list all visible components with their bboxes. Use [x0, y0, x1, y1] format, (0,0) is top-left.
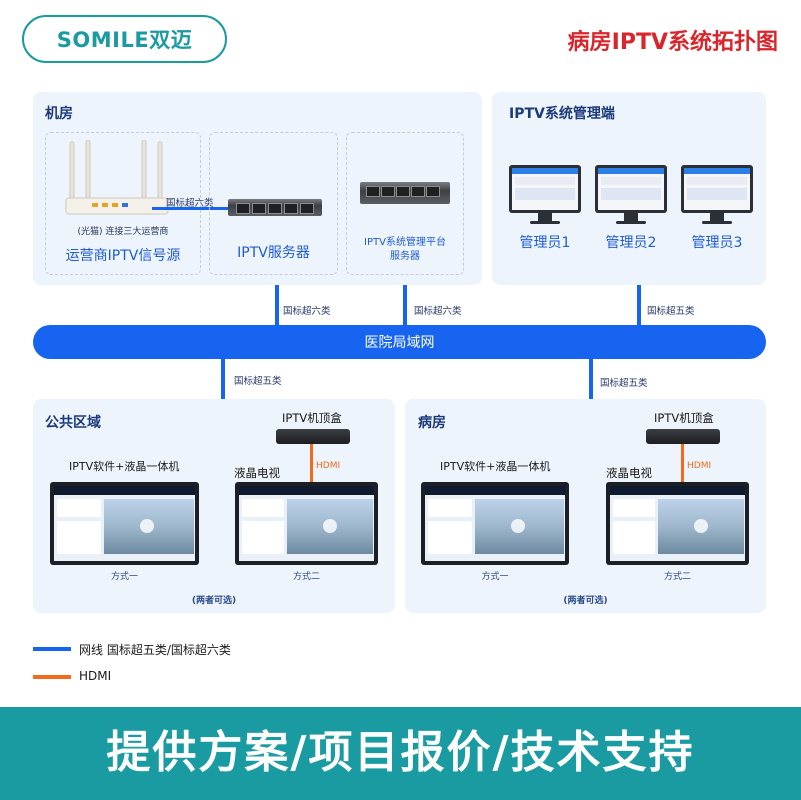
link-lan-ward	[589, 359, 593, 399]
admin-workstation-2	[595, 165, 667, 224]
public-mode-1: 方式一	[110, 572, 138, 582]
mgmt-server-icon	[360, 182, 450, 204]
signal-source-label: 运营商IPTV信号源	[65, 248, 181, 264]
ward-all-in-one-screen	[421, 482, 569, 565]
ward-mode-1: 方式一	[481, 572, 509, 582]
link-label-top-left: 国标超六类	[283, 306, 331, 317]
ward-title: 病房	[418, 415, 446, 431]
link-server-lan	[275, 285, 279, 325]
footer-banner	[0, 707, 801, 800]
admin-label-3: 管理员3	[691, 235, 743, 251]
page-title: 病房IPTV系统拓扑图	[567, 30, 778, 55]
mgmt-server-box	[346, 132, 464, 275]
ward-either-note: (两者可选)	[563, 596, 608, 606]
public-area-title: 公共区域	[45, 415, 101, 431]
ward-hdmi-link	[681, 444, 684, 484]
public-tv-label: 液晶电视	[234, 466, 280, 480]
legend-hdmi-swatch	[33, 675, 71, 679]
ward-stb-icon	[646, 429, 720, 444]
monitor-icon	[681, 165, 753, 213]
admin-label-2: 管理员2	[605, 235, 657, 251]
public-all-in-one-screen	[50, 482, 199, 565]
public-hdmi-label: HDMI	[316, 461, 341, 471]
public-either-note: (两者可选)	[191, 596, 237, 606]
iptv-server-label: IPTV服务器	[237, 245, 310, 261]
router-link-label: 国标超六类	[166, 198, 214, 209]
link-label-bottom-right: 国标超五类	[600, 378, 648, 389]
legend-hdmi-label: HDMI	[79, 669, 112, 683]
link-mgmt-server-lan	[403, 285, 407, 325]
link-management-lan	[637, 285, 641, 325]
ward-all-in-one-label: IPTV软件+液晶一体机	[440, 460, 551, 473]
public-stb-icon	[276, 429, 350, 444]
monitor-icon	[509, 165, 581, 213]
iptv-server-box	[209, 132, 338, 275]
ward-stb-label: IPTV机顶盒	[654, 411, 714, 425]
iptv-server-icon	[228, 199, 322, 216]
public-all-in-one-label: IPTV软件+液晶一体机	[69, 460, 180, 473]
link-label-bottom-left: 国标超五类	[234, 376, 282, 387]
mgmt-server-label: IPTV系统管理平台 服务器	[346, 236, 464, 264]
admin-workstation-3	[681, 165, 753, 224]
brand-logo: SOMILE双迈	[22, 15, 227, 63]
link-lan-public	[221, 359, 225, 399]
public-hdmi-link	[310, 444, 313, 484]
public-mode-2: 方式二	[292, 572, 320, 582]
management-title: IPTV系统管理端	[509, 106, 615, 122]
ward-tv-screen	[606, 482, 749, 565]
legend-network-swatch	[33, 647, 71, 651]
link-label-top-right: 国标超五类	[647, 306, 695, 317]
router-server-link	[152, 207, 230, 210]
ward-hdmi-label: HDMI	[687, 461, 712, 471]
router-note: (光猫) 连接三大运营商	[77, 227, 169, 237]
public-tv-screen	[235, 482, 378, 565]
legend-network-label: 网线 国标超五类/国标超六类	[79, 643, 231, 657]
mgmt-server-label-line2: 服务器	[390, 251, 420, 262]
router-icon	[62, 139, 172, 220]
link-label-top-mid: 国标超六类	[414, 306, 462, 317]
mgmt-server-label-line1: IPTV系统管理平台	[364, 237, 446, 248]
footer-text: 提供方案/项目报价/技术支持	[106, 727, 695, 778]
machine-room-title: 机房	[45, 106, 73, 122]
hospital-lan-bar: 医院局域网	[33, 325, 766, 359]
ward-tv-label: 液晶电视	[606, 466, 652, 480]
ward-mode-2: 方式二	[663, 572, 691, 582]
admin-workstation-1	[509, 165, 581, 224]
admin-label-1: 管理员1	[519, 235, 571, 251]
signal-source-box	[45, 132, 201, 275]
public-stb-label: IPTV机顶盒	[282, 411, 342, 425]
monitor-icon	[595, 165, 667, 213]
